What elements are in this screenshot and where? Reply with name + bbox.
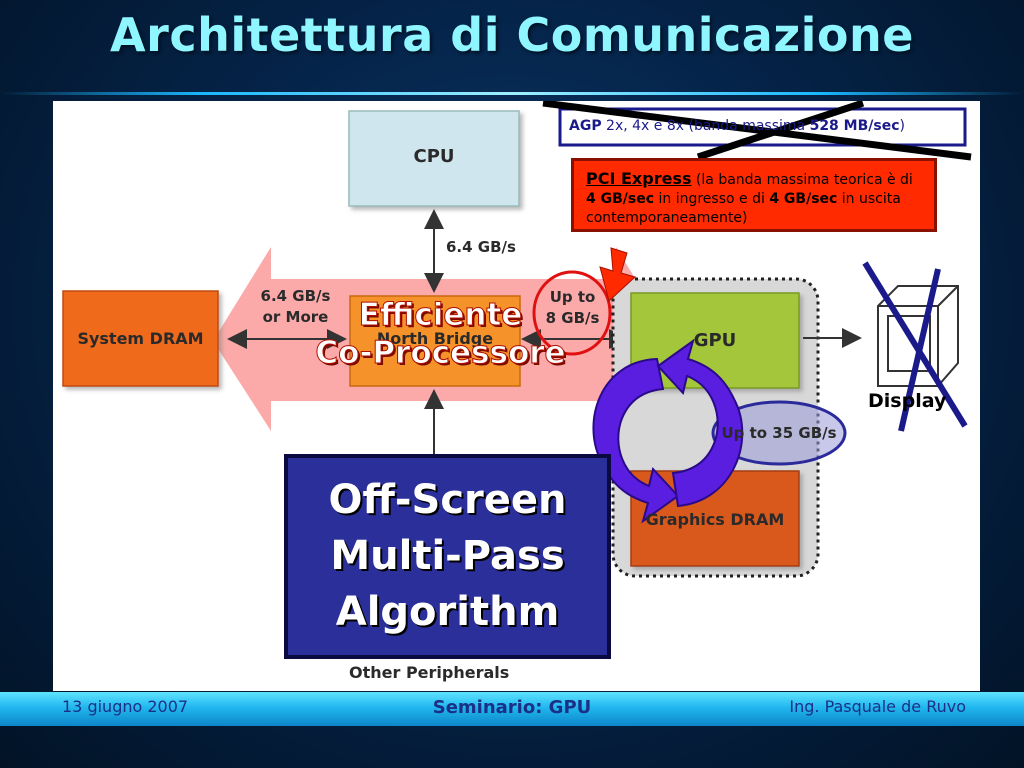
display-cross-2: [898, 268, 941, 432]
diagram-canvas: CPU 6.4 GB/s 6.4 GB/s or More System DRA…: [53, 101, 980, 691]
gpu-label: GPU: [693, 330, 737, 351]
agp-end: ): [899, 118, 905, 134]
graphics-dram-label: Graphics DRAM: [645, 510, 785, 529]
pcie-text-2: in ingresso e di: [654, 191, 770, 207]
other-peripherals-label: Other Peripherals: [349, 663, 510, 682]
pcie-title: PCI Express: [586, 169, 692, 188]
diagram-svg: [62, 101, 972, 651]
pcie-bw-out: 4 GB/sec: [769, 191, 838, 207]
offscreen-line2: Multi-Pass: [330, 533, 565, 579]
footer-date: 13 giugno 2007: [62, 697, 189, 716]
efficiente-label: Efficiente Co-Processore: [258, 296, 623, 372]
pcie-text-1: (la banda massima teorica è di: [691, 172, 913, 188]
efficiente-line1: Efficiente: [358, 297, 523, 334]
pointer-arrow-red: [599, 247, 636, 302]
title-divider: [0, 92, 1024, 95]
cycle-arrows-icon: [592, 338, 744, 524]
pcie-text-3: in uscita contemporaneamente): [586, 191, 901, 226]
agp-strike-1: [542, 101, 972, 161]
agp-bandwidth: 528 MB/sec: [809, 118, 900, 134]
vram-bandwidth-label: Up to 35 GB/s: [721, 424, 837, 442]
display-label: Display: [868, 390, 947, 412]
highlight-ellipse-blue: [711, 400, 847, 466]
highlight-circle-red: [532, 270, 612, 356]
offscreen-line3: Algorithm: [335, 589, 560, 635]
gpu-bandwidth-line2: 8 GB/s: [545, 309, 600, 327]
agp-label: AGP: [569, 118, 602, 134]
north-bridge-box: [349, 295, 521, 387]
footer-author: Ing. Pasquale de Ruvo: [789, 697, 966, 716]
footer-title: Seminario: GPU: [432, 697, 592, 718]
cpu-bandwidth-label: 6.4 GB/s: [446, 238, 516, 256]
north-bridge-label: North Bridge: [376, 329, 494, 348]
offscreen-line1: Off-Screen: [328, 477, 567, 523]
pcie-box: PCI Express (la banda massima teorica è …: [571, 158, 937, 232]
system-dram-box: [62, 290, 219, 387]
agp-strike-2: [696, 101, 865, 161]
agp-text: AGP 2x, 4x e 8x (banda massima 528 MB/se…: [569, 118, 964, 134]
agp-desc: 2x, 4x e 8x (banda massima: [601, 118, 810, 134]
gpu-bandwidth-label: Up to 8 GB/s: [535, 287, 610, 329]
display-cross-1: [862, 261, 968, 428]
dram-bandwidth-label: 6.4 GB/s or More: [253, 286, 338, 328]
dram-bandwidth-line2: or More: [262, 308, 329, 326]
cpu-label: CPU: [413, 146, 455, 167]
offscreen-box: Off-Screen Multi-Pass Algorithm: [284, 454, 611, 659]
dram-bandwidth-line1: 6.4 GB/s: [260, 287, 331, 305]
efficiente-line2: Co-Processore: [315, 335, 566, 372]
system-dram-label: System DRAM: [77, 329, 204, 348]
footer-bar: [0, 692, 1024, 726]
slide-title: Architettura di Comunicazione: [110, 8, 914, 62]
gpu-bandwidth-line1: Up to: [549, 288, 596, 306]
cpu-box: [348, 110, 520, 207]
pcie-bw-in: 4 GB/sec: [586, 191, 655, 207]
